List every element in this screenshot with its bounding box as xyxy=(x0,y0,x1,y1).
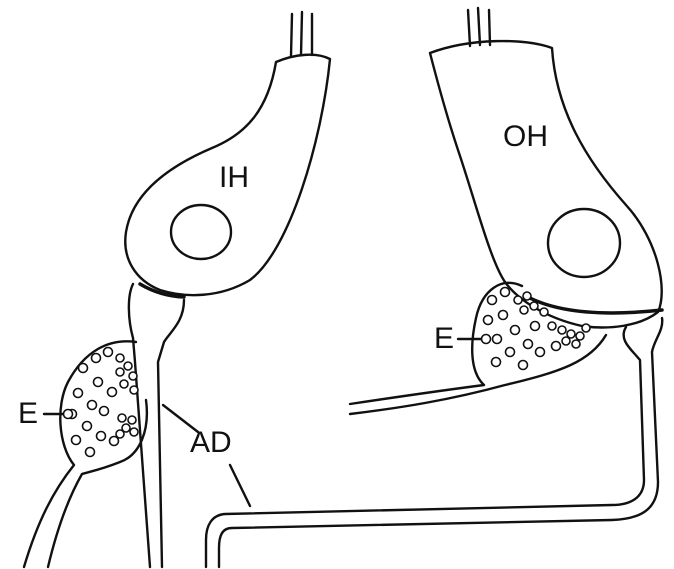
outer-efferent-terminal xyxy=(350,283,606,414)
outer-hair-cell-body xyxy=(430,41,662,327)
label-afferent-dendrite: AD xyxy=(190,428,232,458)
outer-hair-cell-nucleus xyxy=(548,209,620,277)
label-efferent-outer: E xyxy=(434,324,454,354)
label-efferent-inner: E xyxy=(18,399,38,429)
afferent-outer-leader xyxy=(230,465,250,506)
inner-efferent-terminal xyxy=(24,341,147,567)
inner-hair-cell xyxy=(125,12,330,295)
inner-hair-cell-stereocilia xyxy=(291,12,312,56)
inner-efferent-vesicles xyxy=(68,348,139,457)
inner-afferent-dendrite xyxy=(129,284,184,567)
inner-hair-cell-nucleus xyxy=(171,205,231,259)
outer-hair-cell-stereocilia xyxy=(468,8,490,46)
label-outer-hair-cell: OH xyxy=(503,122,548,152)
outer-hair-cell xyxy=(430,8,662,327)
leader-lines xyxy=(44,335,491,507)
label-inner-hair-cell: IH xyxy=(219,163,249,193)
